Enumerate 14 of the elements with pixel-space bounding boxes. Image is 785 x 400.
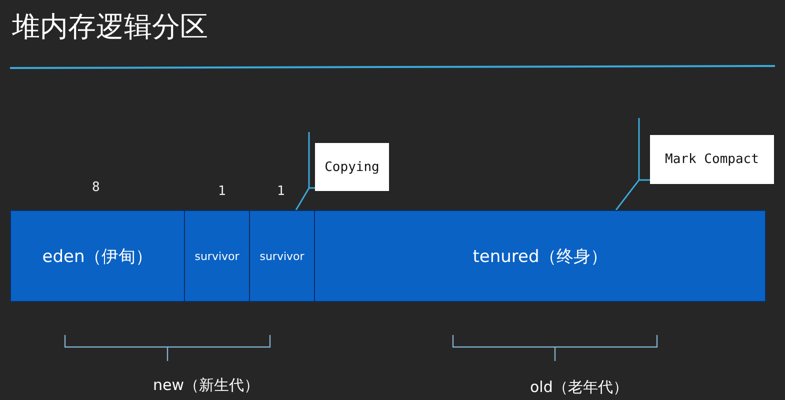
- leader-line: [295, 131, 315, 210]
- memory-segment: eden（伊甸）: [10, 210, 185, 302]
- note-box: Copying: [315, 143, 389, 191]
- generation-label: new（新生代）: [153, 376, 260, 395]
- memory-segment: survivor: [249, 210, 315, 302]
- memory-segment: survivor: [184, 210, 250, 302]
- title: 堆内存逻辑分区: [12, 9, 208, 45]
- ratio-number: 8: [92, 180, 100, 195]
- ratio-number: 1: [277, 184, 285, 199]
- note-box: Mark Compact: [650, 135, 774, 184]
- ratio-number: 1: [218, 184, 226, 199]
- generation-label: old（老年代）: [530, 378, 628, 397]
- leader-line: [615, 117, 650, 210]
- memory-segment: tenured（终身）: [314, 210, 766, 302]
